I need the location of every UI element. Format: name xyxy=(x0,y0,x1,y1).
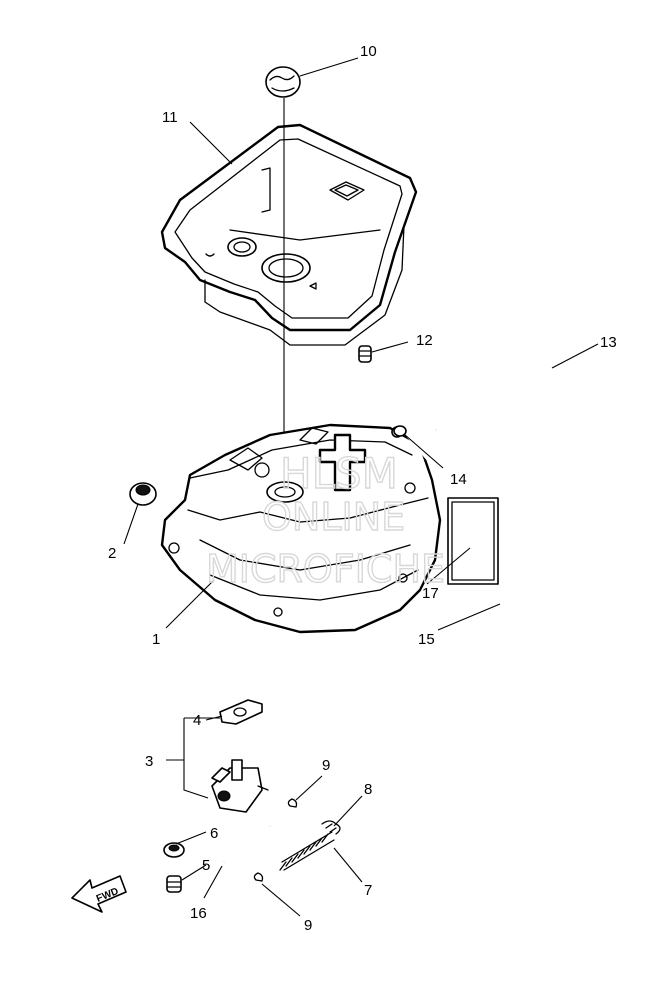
fitting-part[interactable] xyxy=(358,345,372,363)
callout-16: 16 xyxy=(190,905,207,922)
callout-4: 4 xyxy=(193,712,201,729)
fwd-arrow-icon: FWD xyxy=(71,875,127,913)
gasket-part[interactable] xyxy=(219,699,263,725)
washer-part[interactable] xyxy=(163,842,185,858)
grommet-part[interactable] xyxy=(129,482,157,506)
callout-11: 11 xyxy=(162,109,178,126)
callout-7: 7 xyxy=(364,882,372,899)
fuel-tank-part[interactable] xyxy=(160,423,442,634)
callout-10: 10 xyxy=(360,43,377,60)
callout-5: 5 xyxy=(202,857,210,874)
callout-12: 12 xyxy=(416,332,433,349)
callout-8: 8 xyxy=(364,781,372,798)
callout-13: 13 xyxy=(600,334,617,351)
callout-9a: 9 xyxy=(322,757,330,774)
callout-3: 3 xyxy=(145,753,153,770)
filler-cap-part[interactable] xyxy=(265,66,301,98)
watermark-line2: ONLINE xyxy=(262,495,405,539)
hose-clip-b-part[interactable] xyxy=(253,872,264,882)
watermark-line1: HLSM xyxy=(280,449,398,498)
watermark: HLSM ONLINE MICROFICHE xyxy=(205,448,445,591)
callout-17: 17 xyxy=(422,585,439,602)
hose-clip-part[interactable] xyxy=(393,425,407,437)
hose-clip-a-part[interactable] xyxy=(287,798,298,808)
spring-protector-part[interactable] xyxy=(279,831,335,871)
fuel-cock-part[interactable] xyxy=(211,759,269,813)
callout-1: 1 xyxy=(152,631,160,648)
callout-9b: 9 xyxy=(304,917,312,934)
callout-6: 6 xyxy=(210,825,218,842)
fuel-hose-part[interactable] xyxy=(222,825,273,865)
watermark-line3: MICROFICHE xyxy=(206,547,445,591)
callout-14: 14 xyxy=(450,471,467,488)
callout-15: 15 xyxy=(418,631,435,648)
tank-cover-part[interactable] xyxy=(160,123,418,346)
damper-pad-part[interactable] xyxy=(447,497,499,585)
screw-part[interactable] xyxy=(166,875,182,893)
callout-2: 2 xyxy=(108,545,116,562)
